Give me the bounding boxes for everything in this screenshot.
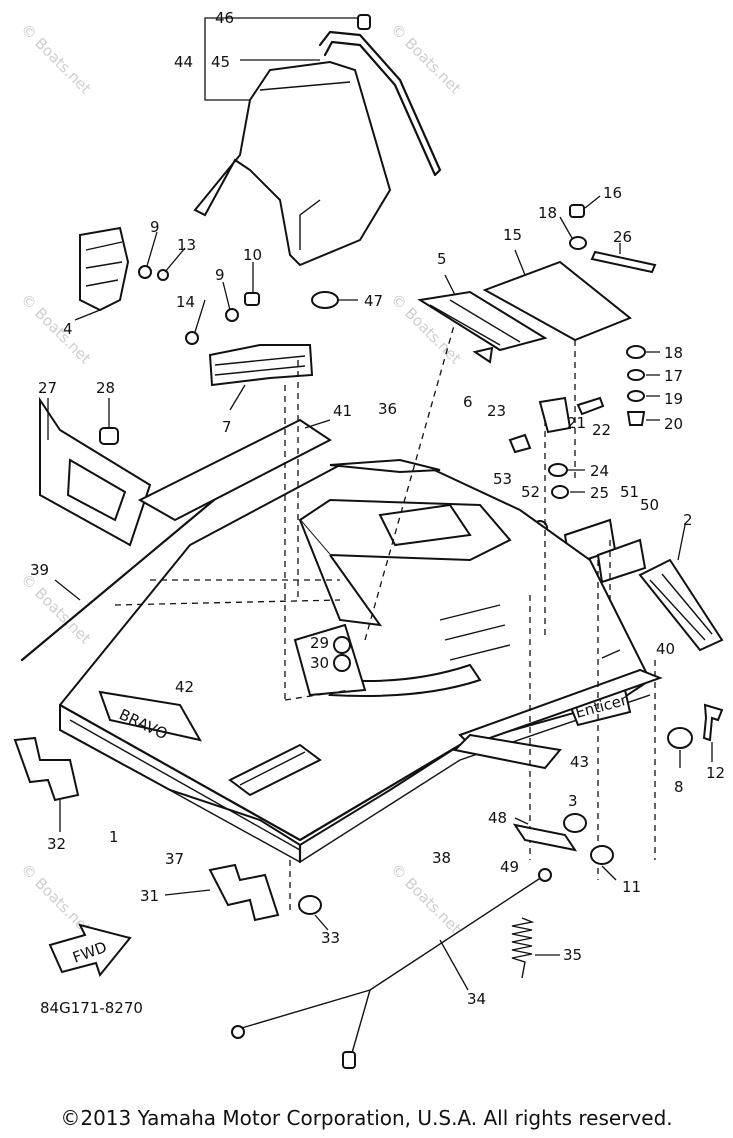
rear-parts <box>514 512 724 652</box>
callout-42: 42 <box>175 678 194 696</box>
callout-2: 2 <box>683 511 693 529</box>
cover-15 <box>482 249 632 342</box>
pad-48-49 <box>512 817 578 852</box>
callout-45: 45 <box>211 53 230 71</box>
strip-41 <box>137 418 332 522</box>
fastener-stack-right <box>626 345 660 426</box>
fasteners-upper-left <box>138 231 260 345</box>
watermark: © Boats.net <box>17 20 95 98</box>
grille-27 <box>39 396 152 547</box>
callout-15: 15 <box>503 226 522 244</box>
callout-19: 19 <box>664 390 683 408</box>
callout-4: 4 <box>63 320 73 338</box>
hinge-31 <box>164 863 280 922</box>
right-small-parts-top <box>559 195 657 274</box>
callout-18: 18 <box>538 204 557 222</box>
part-code: 84G171-8270 <box>40 999 143 1017</box>
callout-23: 23 <box>487 402 506 420</box>
callout-31: 31 <box>140 887 159 905</box>
callout-43: 43 <box>570 753 589 771</box>
callout-33: 33 <box>321 929 340 947</box>
lower-right-fasteners <box>298 703 724 931</box>
watermark: © Boats.net <box>387 20 465 98</box>
callout-26: 26 <box>613 228 632 246</box>
assembly-guides <box>114 321 656 910</box>
callout-22: 22 <box>592 421 611 439</box>
callout-9: 9 <box>150 218 160 236</box>
callout-28: 28 <box>96 379 115 397</box>
callout-7: 7 <box>222 418 232 436</box>
callout-6: 6 <box>463 393 473 411</box>
callout-5: 5 <box>437 250 447 268</box>
callout-21: 21 <box>567 414 586 432</box>
callout-3: 3 <box>568 792 578 810</box>
grommets-29-30 <box>333 636 351 672</box>
callout-37: 37 <box>165 850 184 868</box>
watermark: © Boats.net <box>387 860 465 938</box>
callout-18b: 18 <box>664 344 683 362</box>
callout-39: 39 <box>30 561 49 579</box>
callout-12: 12 <box>706 764 725 782</box>
windshield-bracket-leaders <box>204 17 360 101</box>
windshield <box>193 60 392 267</box>
callout-47: 47 <box>364 292 383 310</box>
callout-51: 51 <box>620 483 639 501</box>
callout-13: 13 <box>177 236 196 254</box>
callout-32: 32 <box>47 835 66 853</box>
clip-6 <box>472 346 494 364</box>
callout-24: 24 <box>590 462 609 480</box>
callout-38: 38 <box>432 849 451 867</box>
side-grille-4 <box>74 226 130 321</box>
callout-29: 29 <box>310 634 329 652</box>
callout-53: 53 <box>493 470 512 488</box>
fwd-arrow-icon: FWD <box>48 923 132 978</box>
callout-36: 36 <box>378 400 397 418</box>
copyright-footer: ©2013 Yamaha Motor Corporation, U.S.A. A… <box>60 1106 673 1130</box>
callout-10: 10 <box>243 246 262 264</box>
callout-30: 30 <box>310 654 329 672</box>
windshield-trim <box>318 14 442 177</box>
callout-17: 17 <box>664 367 683 385</box>
callout-27: 27 <box>38 379 57 397</box>
latch-parts <box>508 396 605 499</box>
spring-35 <box>511 917 560 979</box>
callout-49: 49 <box>500 858 519 876</box>
callout-1: 1 <box>109 828 119 846</box>
callout-20: 20 <box>664 415 683 433</box>
callout-9b: 9 <box>215 266 225 284</box>
vent-7 <box>208 344 314 411</box>
hinge-32 <box>13 736 80 832</box>
callout-35: 35 <box>563 946 582 964</box>
callout-46: 46 <box>215 9 234 27</box>
callout-50: 50 <box>640 496 659 514</box>
callout-14: 14 <box>176 293 195 311</box>
callout-48: 48 <box>488 809 507 827</box>
grommet-28 <box>99 398 119 445</box>
callout-labels: 1 2 3 4 5 6 7 8 9 9 10 11 12 13 14 15 16… <box>30 9 725 1008</box>
washer-47 <box>311 291 358 309</box>
callout-8: 8 <box>674 778 684 796</box>
callout-41: 41 <box>333 402 352 420</box>
cable-34 <box>231 868 552 1069</box>
callout-25: 25 <box>590 484 609 502</box>
callout-11: 11 <box>622 878 641 896</box>
callout-52: 52 <box>521 483 540 501</box>
callout-44: 44 <box>174 53 193 71</box>
callout-34: 34 <box>467 990 486 1008</box>
callout-40: 40 <box>656 640 675 658</box>
hood-1: BRAVO Enticer <box>58 458 663 864</box>
callout-16: 16 <box>603 184 622 202</box>
panel-5 <box>417 274 548 352</box>
